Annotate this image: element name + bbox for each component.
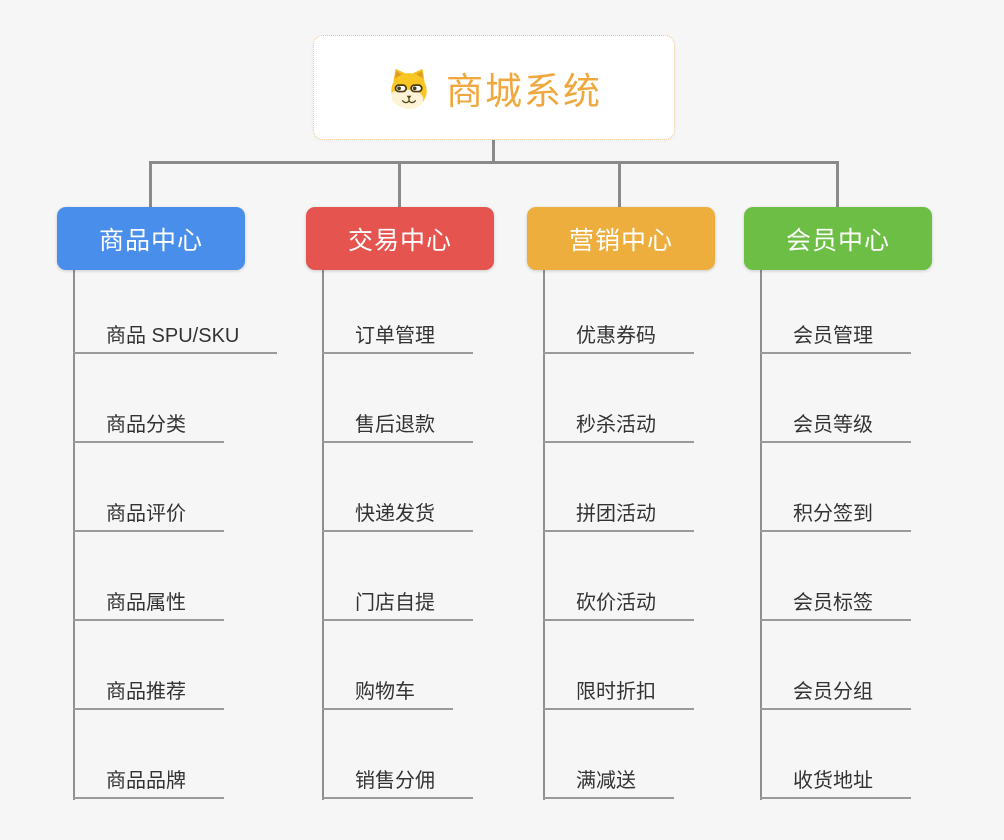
branch-node-member-center[interactable]: 会员中心 <box>744 207 932 270</box>
child-node[interactable]: 销售分佣 <box>322 771 473 799</box>
child-node[interactable]: 秒杀活动 <box>543 415 694 443</box>
child-node[interactable]: 订单管理 <box>322 326 473 354</box>
child-node[interactable]: 商品属性 <box>73 593 224 621</box>
root-title: 商城系统 <box>446 70 602 112</box>
child-node[interactable]: 积分签到 <box>760 504 911 532</box>
child-node[interactable]: 商品分类 <box>73 415 224 443</box>
child-node[interactable]: 快递发货 <box>322 504 473 532</box>
branch-node-trade-center[interactable]: 交易中心 <box>306 207 494 270</box>
connector-drop <box>398 161 401 208</box>
child-node[interactable]: 商品评价 <box>73 504 224 532</box>
child-node[interactable]: 会员管理 <box>760 326 911 354</box>
root-node[interactable]: 商城系统 <box>313 35 675 140</box>
child-node[interactable]: 限时折扣 <box>543 682 694 710</box>
child-node[interactable]: 砍价活动 <box>543 593 694 621</box>
connector-drop <box>836 161 839 208</box>
child-node[interactable]: 商品 SPU/SKU <box>73 326 278 354</box>
branch-node-marketing-center[interactable]: 营销中心 <box>527 207 715 270</box>
child-node[interactable]: 商品推荐 <box>73 682 224 710</box>
child-node[interactable]: 会员分组 <box>760 682 911 710</box>
connector-trunk <box>73 270 75 800</box>
child-node[interactable]: 会员等级 <box>760 415 911 443</box>
branch-node-product-center[interactable]: 商品中心 <box>57 207 245 270</box>
child-node[interactable]: 优惠券码 <box>543 326 694 354</box>
child-node[interactable]: 拼团活动 <box>543 504 694 532</box>
connector-drop <box>618 161 621 208</box>
connector-root-stub <box>492 139 495 164</box>
child-node[interactable]: 会员标签 <box>760 593 911 621</box>
connector-trunk <box>322 270 324 800</box>
connector-trunk <box>760 270 762 800</box>
child-node[interactable]: 售后退款 <box>322 415 473 443</box>
connector-drop <box>149 161 152 208</box>
child-node[interactable]: 购物车 <box>322 682 453 710</box>
connector-bus <box>149 161 839 164</box>
connector-trunk <box>543 270 545 800</box>
child-node[interactable]: 满减送 <box>543 771 674 799</box>
dog-face-icon <box>391 68 427 109</box>
child-node[interactable]: 商品品牌 <box>73 771 224 799</box>
child-node[interactable]: 收货地址 <box>760 771 911 799</box>
child-node[interactable]: 门店自提 <box>322 593 473 621</box>
